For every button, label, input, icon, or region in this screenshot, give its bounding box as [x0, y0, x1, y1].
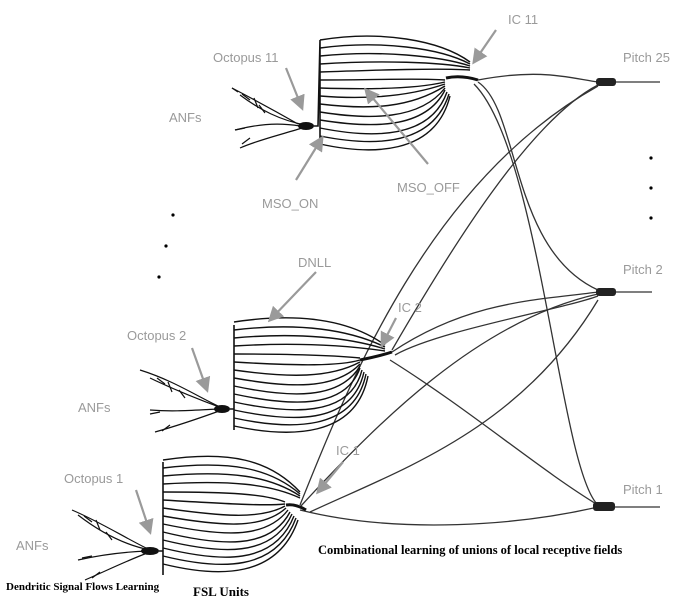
anf-label-top: ANFs: [169, 110, 202, 125]
octopus-1-label: Octopus 1: [64, 471, 123, 486]
cross-connections: [299, 73, 599, 526]
anf-label-bottom: ANFs: [16, 538, 49, 553]
octopus-1-arrow: [134, 489, 154, 535]
ic-11-label: IC 11: [508, 12, 538, 27]
octopus-11-label: Octopus 11: [213, 50, 279, 65]
pitch-1-label: Pitch 1: [623, 482, 663, 497]
ic-11-node: [445, 75, 479, 82]
fsl-stack-middle: [233, 317, 386, 433]
pitch-25-unit: [596, 78, 660, 86]
octopus-2-label: Octopus 2: [127, 328, 186, 343]
fsl-units-caption: FSL Units: [193, 584, 249, 599]
ic-2-node: [359, 350, 393, 362]
module-bottom: [71, 455, 307, 581]
octopus-11-arrow: [284, 67, 305, 111]
anf-dendrites-bottom: [71, 509, 151, 581]
octopus-11-cell: [298, 39, 321, 145]
module-middle: [139, 317, 393, 433]
ellipsis-left: [157, 213, 175, 279]
octopus-2-arrow: [190, 347, 211, 393]
mso-on-arrow: [295, 135, 324, 181]
octopus-2-cell: [214, 325, 235, 430]
ic-1-arrow: [316, 461, 344, 495]
fsl-stack-bottom: [162, 455, 301, 573]
ic-11-arrow: [472, 29, 497, 65]
ic-1-label: IC 1: [336, 443, 360, 458]
dnll-arrow: [267, 271, 317, 323]
ic-2-arrow: [380, 317, 397, 348]
pitch-2-unit: [596, 288, 652, 296]
ellipsis-right: [649, 156, 653, 220]
module-top: [231, 35, 479, 151]
annotation-arrows: [134, 29, 497, 535]
ic-1-node: [285, 503, 307, 512]
dnll-label: DNLL: [298, 255, 331, 270]
mso-on-label: MSO_ON: [262, 196, 318, 211]
anf-dendrites-middle: [139, 369, 223, 433]
pitch-1-unit: [593, 502, 660, 511]
fsl-stack-top: [319, 35, 471, 151]
anf-dendrites-top: [231, 87, 306, 149]
octopus-1-cell: [141, 462, 164, 575]
pitch-25-label: Pitch 25: [623, 50, 670, 65]
mso-off-arrow: [364, 87, 429, 165]
anf-label-middle: ANFs: [78, 400, 111, 415]
ic-2-label: IC 2: [398, 300, 422, 315]
mso-off-label: MSO_OFF: [397, 180, 460, 195]
pitch-2-label: Pitch 2: [623, 262, 663, 277]
dendritic-caption: Dendritic Signal Flows Learning: [6, 581, 160, 593]
combinational-caption: Combinational learning of unions of loca…: [318, 543, 622, 557]
